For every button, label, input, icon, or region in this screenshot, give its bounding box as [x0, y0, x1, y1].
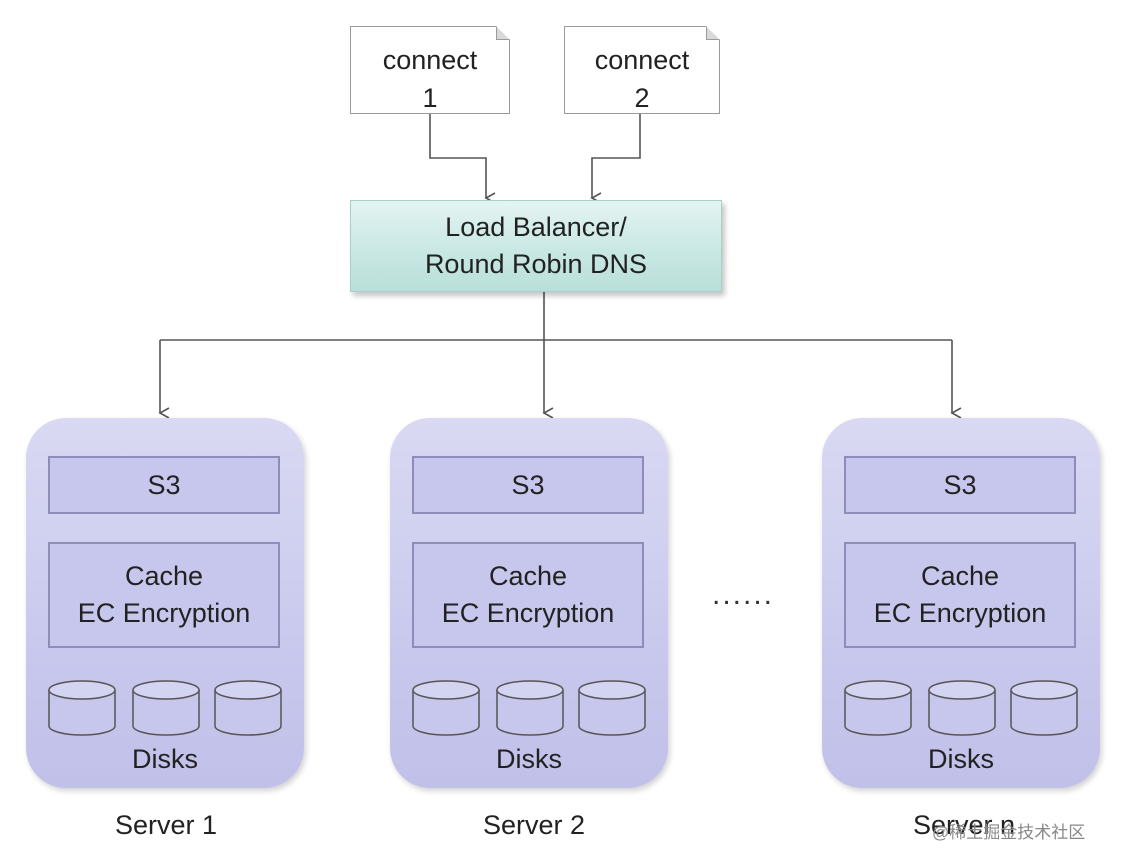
connect-2-label: connect 2: [594, 45, 690, 113]
connect-1-box: connect 1: [350, 26, 510, 114]
connect-1-label: connect 1: [382, 45, 478, 113]
disk-icon: [1010, 680, 1078, 736]
s3-layer: S3: [844, 456, 1076, 514]
server-n-box: S3 Cache EC Encryption Disks: [822, 418, 1100, 788]
server-2-label: Server 2: [482, 810, 586, 840]
server-1-box: S3 Cache EC Encryption Disks: [26, 418, 304, 788]
disk-group: [844, 680, 1082, 740]
disk-icon: [578, 680, 646, 736]
disk-icon: [48, 680, 116, 736]
s3-layer: S3: [412, 456, 644, 514]
watermark-text: @稀土掘金技术社区: [932, 823, 1086, 842]
disk-icon: [844, 680, 912, 736]
disk-group: [48, 680, 286, 740]
disk-icon: [496, 680, 564, 736]
load-balancer-label: Load Balancer/ Round Robin DNS: [424, 212, 648, 279]
connector-connect1-to-lb: [429, 112, 496, 204]
disks-label: Disks: [928, 744, 994, 774]
disks-label: Disks: [496, 744, 562, 774]
s3-layer: S3: [48, 456, 280, 514]
cache-encryption-layer: Cache EC Encryption: [844, 542, 1076, 648]
server-n-label: Server n: [912, 810, 1016, 840]
cache-encryption-layer: Cache EC Encryption: [412, 542, 644, 648]
cache-encryption-layer: Cache EC Encryption: [48, 542, 280, 648]
connector-connect2-to-lb: [590, 112, 641, 204]
disk-group: [412, 680, 650, 740]
server-1-label: Server 1: [114, 810, 218, 840]
disk-icon: [214, 680, 282, 736]
server-2-box: S3 Cache EC Encryption Disks: [390, 418, 668, 788]
load-balancer-box: Load Balancer/ Round Robin DNS: [350, 200, 722, 292]
disks-label: Disks: [132, 744, 198, 774]
disk-icon: [412, 680, 480, 736]
disk-icon: [132, 680, 200, 736]
connect-2-box: connect 2: [564, 26, 720, 114]
disk-icon: [928, 680, 996, 736]
more-servers-ellipsis: ......: [712, 578, 775, 611]
